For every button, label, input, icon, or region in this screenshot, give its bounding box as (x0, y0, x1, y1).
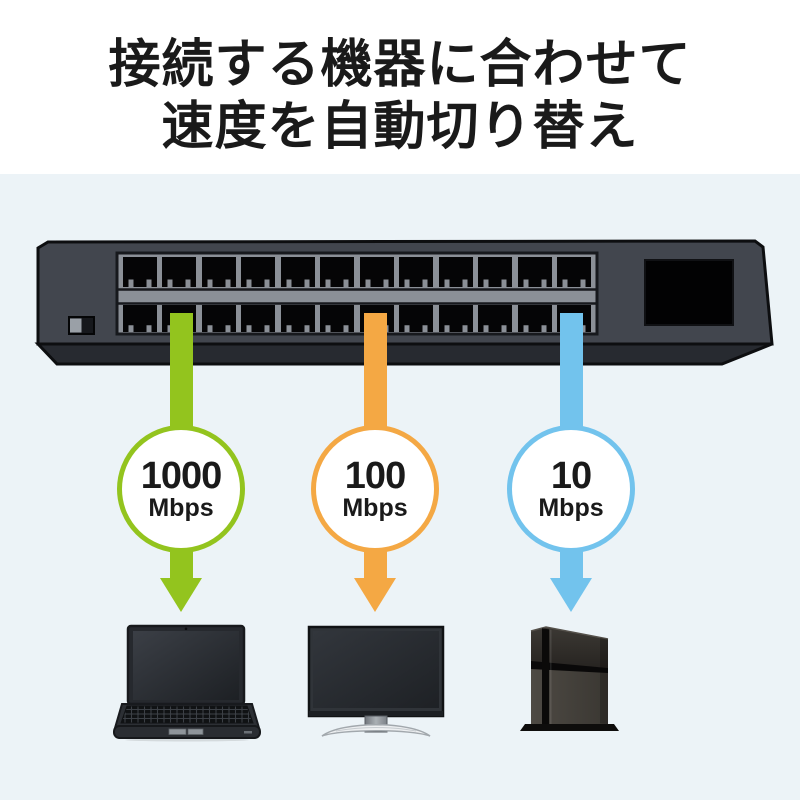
page-title: 接続する機器に合わせて 速度を自動切り替え (0, 34, 800, 158)
game-console-icon (520, 626, 619, 731)
title-line-1: 接続する機器に合わせて (108, 36, 692, 94)
speed-value: 100 (344, 454, 406, 497)
speed-value: 10 (550, 454, 592, 497)
speed-unit: Mbps (148, 493, 214, 522)
speed-badge: 1000 Mbps (117, 425, 245, 553)
port-panel (115, 251, 599, 336)
switch-button (68, 316, 95, 335)
arrow-head-icon (160, 578, 202, 612)
network-switch-icon (34, 239, 774, 366)
speed-badge: 100 Mbps (311, 425, 439, 553)
title-line-2: 速度を自動切り替え (161, 98, 639, 156)
speed-column-10mbps: 10 Mbps (505, 313, 637, 615)
arrow-head-icon (550, 578, 592, 612)
speed-column-100mbps: 100 Mbps (309, 313, 441, 615)
desktop-monitor-icon (307, 625, 445, 737)
arrow-head-icon (354, 578, 396, 612)
speed-value: 1000 (140, 454, 223, 497)
laptop-icon (113, 624, 261, 742)
speed-unit: Mbps (342, 493, 408, 522)
speed-badge: 10 Mbps (507, 425, 635, 553)
speed-column-1000mbps: 1000 Mbps (115, 313, 247, 615)
uplink-module (644, 259, 734, 326)
speed-unit: Mbps (538, 493, 604, 522)
switch-bezel (34, 342, 773, 366)
